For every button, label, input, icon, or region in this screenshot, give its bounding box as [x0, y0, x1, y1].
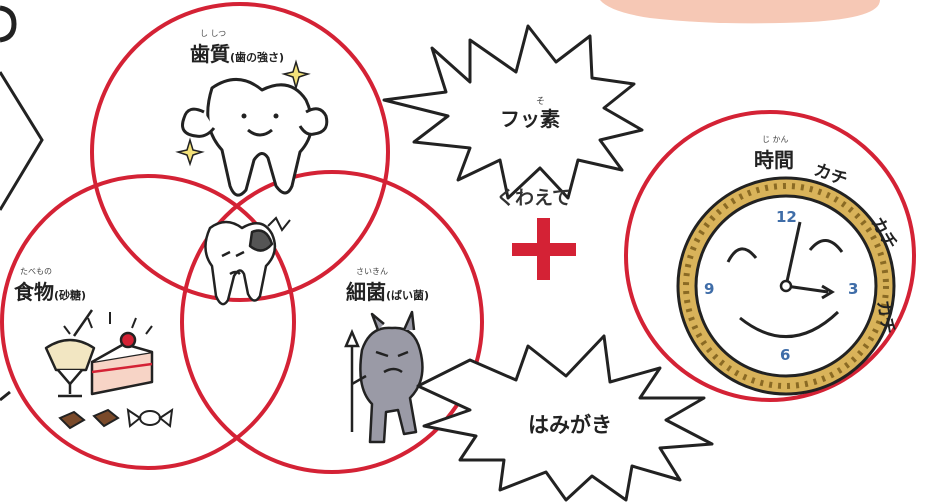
- food-label: 食物(砂糖): [14, 276, 86, 305]
- decayed-tooth-icon: [204, 220, 277, 306]
- clock-center-pin: [779, 279, 793, 293]
- bacteria-character-icon: [359, 310, 424, 444]
- clock-smile: [739, 310, 840, 339]
- food-label-sub: (砂糖): [54, 289, 87, 302]
- pain-scribble-icon: [267, 216, 291, 232]
- clock-minute-hand: [785, 284, 829, 294]
- clock-right-eye: [808, 239, 844, 253]
- enamel-ruby: し しつ: [200, 29, 227, 38]
- brushing-burst-shape: [416, 334, 714, 502]
- enamel-label-main: 歯質: [190, 42, 230, 66]
- enamel-label-sub: (歯の強さ): [230, 51, 285, 64]
- clock-number-6: 6: [780, 346, 790, 364]
- food-label-main: 食物: [14, 280, 54, 304]
- fluoride-label: フッ素: [500, 107, 560, 131]
- bacteria-label: 細菌(ばい菌): [346, 276, 429, 305]
- decorative-peach-shape: [600, 0, 880, 24]
- clock-ring-hatch: [683, 183, 889, 389]
- happy-tooth-icon: [181, 78, 329, 197]
- venn-circle-food: [0, 174, 296, 470]
- bacteria-label-sub: (ばい菌): [386, 289, 430, 302]
- time-label: 時間: [754, 148, 794, 172]
- plus-sign-text: +: [508, 214, 509, 215]
- fluoride-ruby: そ: [536, 96, 545, 107]
- food-ruby: たべもの: [20, 267, 52, 276]
- enamel-label: 歯質(歯の強さ): [190, 38, 284, 67]
- bacteria-ruby: さいきん: [356, 267, 388, 276]
- add-label: くわえて: [496, 187, 571, 209]
- strawberry-cake-icon: [90, 331, 154, 396]
- fluoride-burst-shape: [382, 24, 644, 200]
- sparkle-icon: [175, 137, 205, 167]
- time-ruby: じ かん: [762, 135, 789, 144]
- venn-circle-enamel: [90, 2, 390, 302]
- wrapped-candy-icon: [126, 407, 174, 428]
- clock-number-3: 3: [848, 280, 858, 298]
- clock-left-eye: [726, 247, 758, 263]
- brushing-label: はみがき: [528, 413, 612, 437]
- clock-hour-hand: [784, 221, 802, 287]
- parfait-icon: [44, 309, 96, 398]
- left-arrow-tick: [0, 390, 11, 402]
- sparkle-icon: [281, 59, 311, 91]
- clock-number-9: 9: [704, 280, 714, 298]
- sugar-sparkle-lines: [63, 312, 153, 335]
- chocolates-icon: [58, 408, 120, 430]
- plus-sign-vertical: [537, 218, 550, 280]
- clock-number-12: 12: [776, 208, 797, 226]
- clock-minute-arrowhead: [821, 284, 835, 300]
- venn-circle-bacteria: [180, 170, 484, 474]
- left-partial-ring: [0, 5, 17, 43]
- left-chevron-shape: [0, 71, 44, 211]
- time-circle: [624, 110, 916, 402]
- bacteria-label-main: 細菌: [346, 280, 386, 304]
- spear-icon: [344, 328, 367, 432]
